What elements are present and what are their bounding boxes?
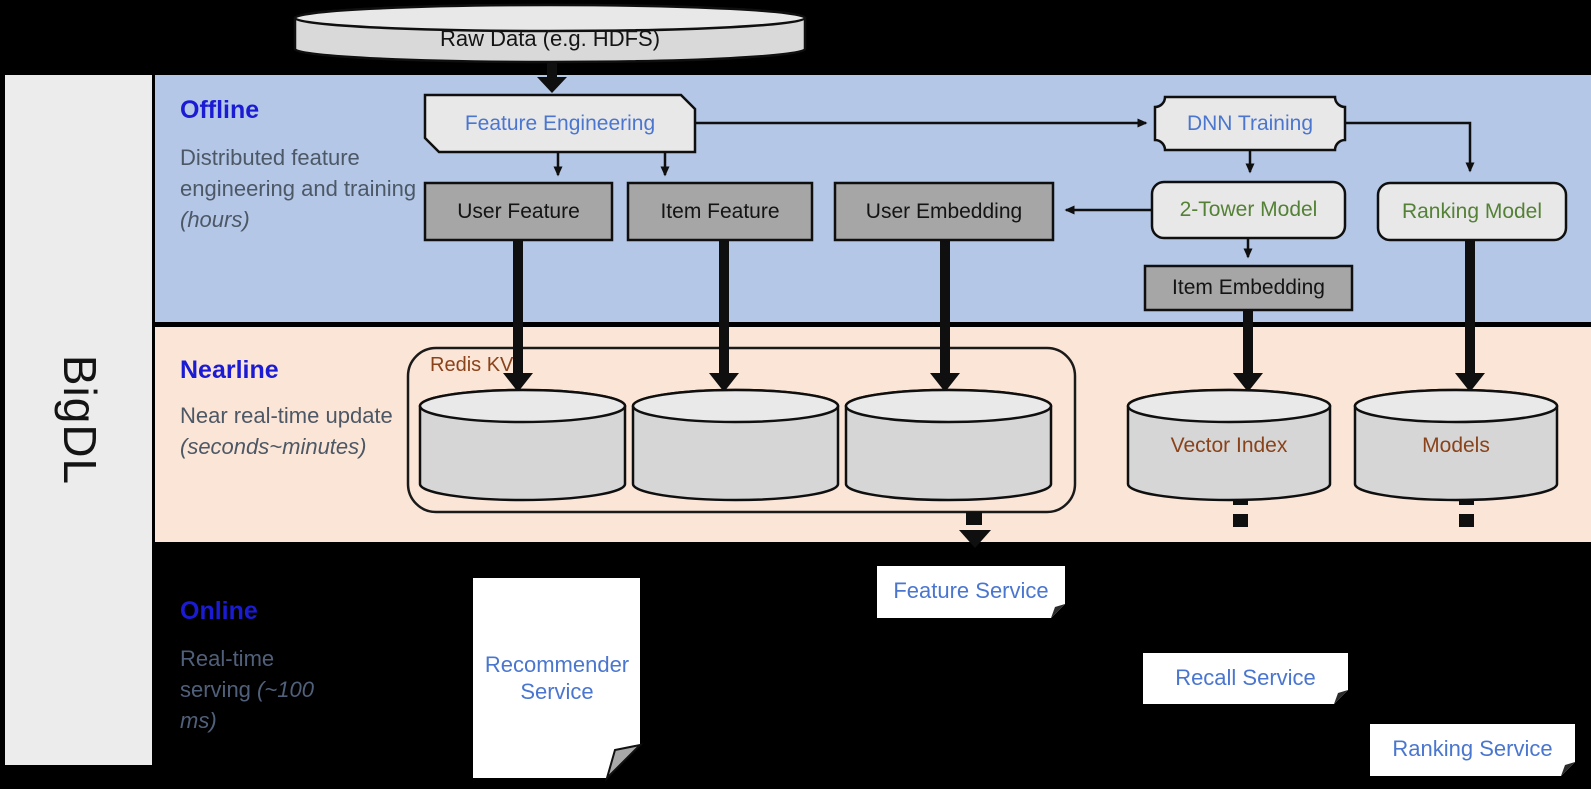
bigdl-sidebar-band — [5, 75, 152, 765]
arrow-item-embedding-to-vector-index — [1233, 310, 1263, 392]
models-cylinder — [1353, 388, 1559, 502]
redis-cylinder-3 — [844, 388, 1053, 502]
two-tower-model-box — [1150, 180, 1347, 240]
feature-engineering-box — [423, 93, 697, 154]
recommender-service-doc — [473, 578, 644, 782]
arrow-item-feature-to-redis — [709, 240, 739, 392]
online-service-shapes — [473, 566, 1575, 782]
ranking-service-box — [1370, 724, 1575, 776]
bigdl-logo: BigDL — [54, 354, 106, 486]
item-embedding-box — [1143, 264, 1354, 312]
offline-nodes — [423, 93, 1568, 312]
item-feature-box — [626, 181, 814, 242]
arrow-dnn-training-to-ranking-model — [1345, 121, 1475, 173]
raw-data-cylinder — [293, 3, 807, 64]
dnn-training-box — [1153, 95, 1347, 152]
redis-kv-container — [406, 346, 1077, 514]
user-feature-box — [423, 181, 614, 242]
vector-index-cylinder — [1126, 388, 1332, 502]
recall-service-box — [1143, 653, 1348, 704]
redis-cylinder-1 — [418, 388, 627, 502]
user-embedding-box — [833, 181, 1055, 242]
thin-arrows — [553, 118, 1475, 259]
ranking-model-box — [1376, 181, 1568, 242]
arrow-redis-to-feature-service-dashed — [959, 512, 991, 548]
arrow-ranking-model-to-models — [1455, 240, 1485, 392]
cylinders — [293, 3, 1559, 502]
arrow-user-embedding-to-redis — [930, 240, 960, 392]
feature-service-box — [877, 566, 1065, 618]
redis-cylinder-2 — [631, 388, 840, 502]
arrow-user-feature-to-redis — [503, 240, 533, 392]
